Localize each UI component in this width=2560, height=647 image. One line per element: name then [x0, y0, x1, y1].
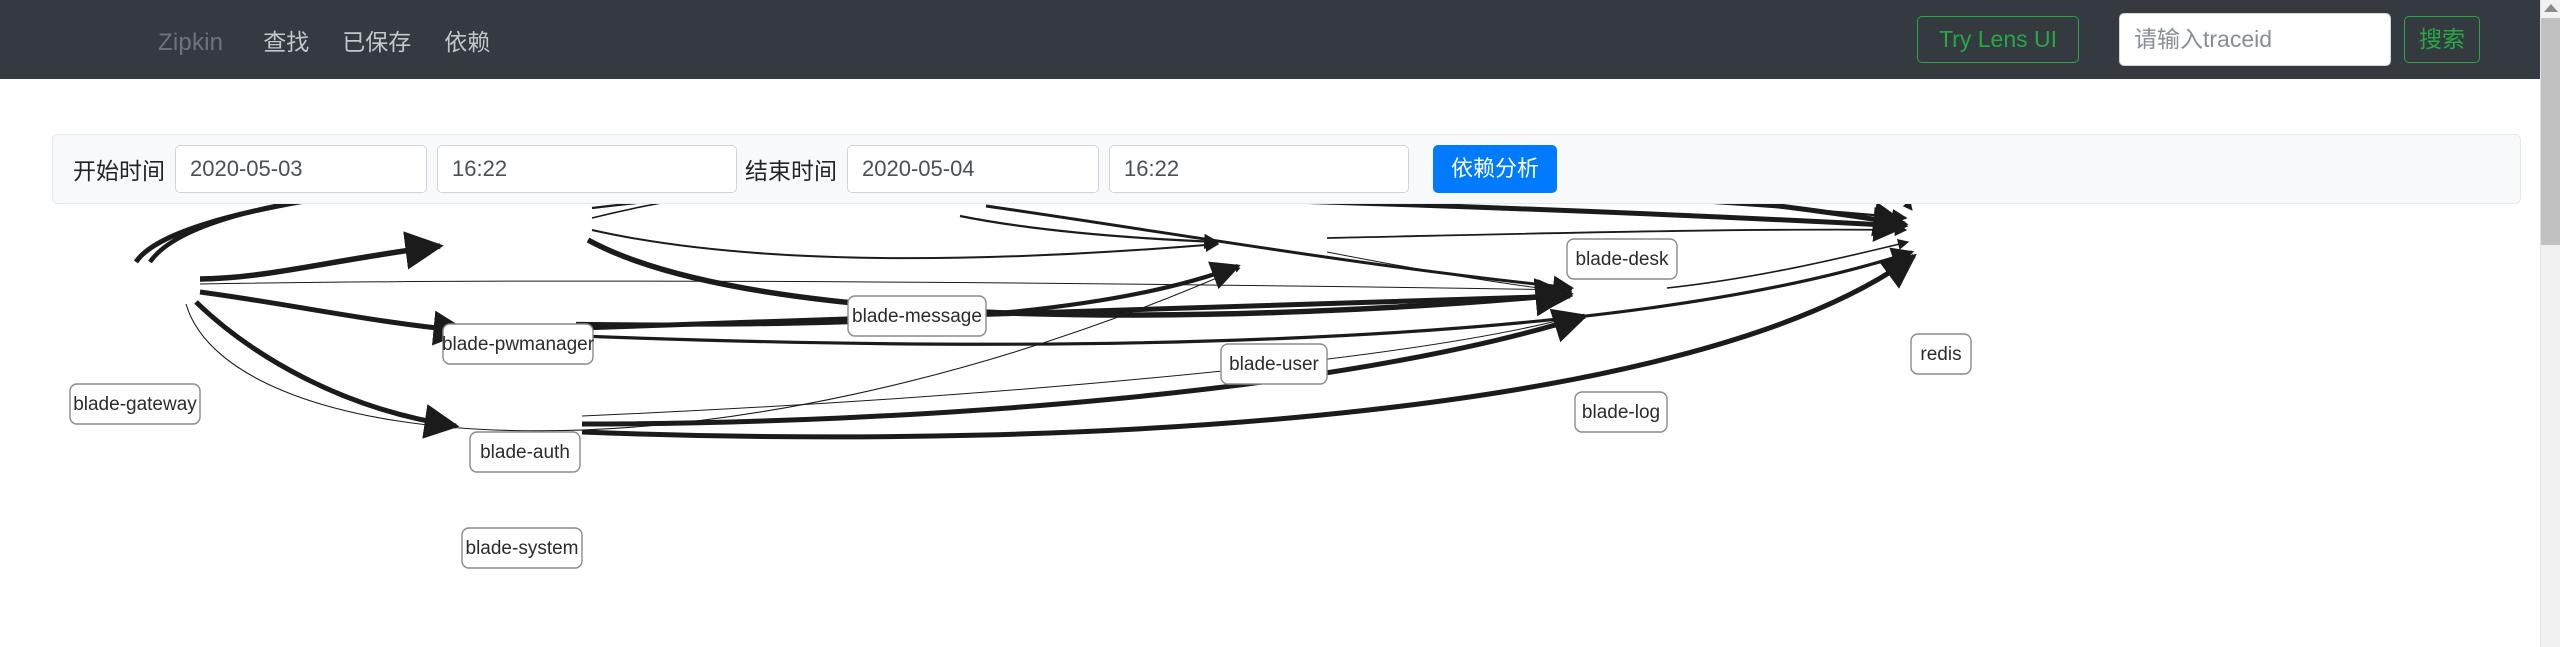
edge-gateway-to-user[interactable] — [185, 267, 1241, 432]
graph-node-blade-message[interactable]: blade-message — [847, 295, 987, 337]
edge-gateway-to-redis[interactable] — [133, 204, 1909, 264]
start-time-label: 开始时间 — [73, 158, 165, 184]
edge-gateway-to-log[interactable] — [199, 280, 1573, 293]
edge-message-to-redis[interactable] — [986, 204, 1909, 242]
edge-gateway-to-system[interactable] — [194, 300, 460, 439]
edge-message-to-user[interactable] — [959, 214, 1220, 250]
graph-node-label: blade-pwmanager — [442, 334, 595, 355]
analyze-dependencies-button[interactable]: 依赖分析 — [1433, 145, 1558, 193]
graph-node-blade-auth[interactable]: blade-auth — [469, 431, 581, 473]
edge-user-to-log[interactable] — [1326, 251, 1573, 294]
graph-node-blade-system[interactable]: blade-system — [461, 527, 583, 569]
graph-node-label: blade-auth — [480, 442, 570, 463]
top-navbar: Zipkin 查找 已保存 依赖 Try Lens UI 搜索 — [0, 0, 2540, 79]
graph-node-redis[interactable]: redis — [1910, 333, 1972, 375]
graph-node-label: redis — [1920, 344, 1961, 365]
graph-edges — [133, 204, 1917, 440]
edge-system-to-log[interactable] — [581, 308, 1589, 427]
page-scrollbar[interactable] — [2540, 0, 2560, 647]
graph-node-blade-user[interactable]: blade-user — [1220, 343, 1328, 385]
graph-node-blade-pwmanager[interactable]: blade-pwmanager — [442, 323, 595, 365]
edge-gateway-to-auth[interactable] — [199, 289, 469, 346]
edge-pwmanager-to-message[interactable] — [591, 204, 844, 219]
graph-node-blade-log[interactable]: blade-log — [1574, 391, 1668, 433]
dependency-graph-svg[interactable]: blade-gateway blade-pwmanager blade-mess… — [0, 204, 2540, 647]
nav-link-saved[interactable]: 已保存 — [342, 28, 412, 55]
dependency-filter-bar: 开始时间 结束时间 依赖分析 — [52, 134, 2521, 204]
navbar-right-group: Try Lens UI 搜索 — [1916, 13, 2480, 66]
graph-node-label: blade-gateway — [73, 394, 197, 415]
graph-node-label: blade-log — [1582, 402, 1660, 423]
traceid-input[interactable] — [2119, 13, 2391, 66]
graph-node-label: blade-desk — [1576, 249, 1669, 270]
dependency-graph-canvas[interactable]: blade-gateway blade-pwmanager blade-mess… — [0, 204, 2540, 647]
search-button[interactable]: 搜索 — [2404, 16, 2480, 63]
end-time-label: 结束时间 — [745, 158, 837, 184]
edge-user-to-redis[interactable] — [1326, 223, 1908, 239]
scroll-up-arrow-icon[interactable] — [2544, 4, 2558, 12]
start-time-input[interactable] — [437, 145, 737, 193]
edge-system-to-log-secondary[interactable] — [581, 314, 1577, 417]
edge-auth-to-redis[interactable] — [579, 247, 1915, 346]
scrollbar-thumb[interactable] — [2541, 18, 2560, 245]
try-lens-ui-button[interactable]: Try Lens UI — [1916, 16, 2079, 63]
graph-nodes: blade-gateway blade-pwmanager blade-mess… — [69, 238, 1972, 569]
edge-gateway-to-pwmanager[interactable] — [199, 231, 444, 282]
end-date-input[interactable] — [847, 145, 1099, 193]
end-time-input[interactable] — [1109, 145, 1409, 193]
edge-system-to-redis[interactable] — [581, 253, 1917, 440]
graph-node-blade-desk[interactable]: blade-desk — [1566, 238, 1678, 280]
edge-gateway-to-message[interactable] — [148, 204, 845, 264]
start-date-input[interactable] — [175, 145, 427, 193]
navbar-left-group: Zipkin 查找 已保存 依赖 — [158, 23, 523, 57]
graph-node-label: blade-message — [852, 306, 982, 327]
edge-log-to-redis[interactable] — [1666, 238, 1910, 289]
nav-link-find[interactable]: 查找 — [263, 28, 310, 55]
edge-message-to-log[interactable] — [985, 204, 1575, 297]
graph-node-label: blade-system — [466, 538, 579, 559]
graph-node-label: blade-user — [1229, 354, 1319, 375]
graph-node-blade-gateway[interactable]: blade-gateway — [69, 383, 201, 425]
brand-zipkin[interactable]: Zipkin — [158, 28, 224, 56]
edge-pwmanager-to-user[interactable] — [591, 229, 1220, 260]
nav-link-dependencies[interactable]: 依赖 — [444, 28, 491, 55]
